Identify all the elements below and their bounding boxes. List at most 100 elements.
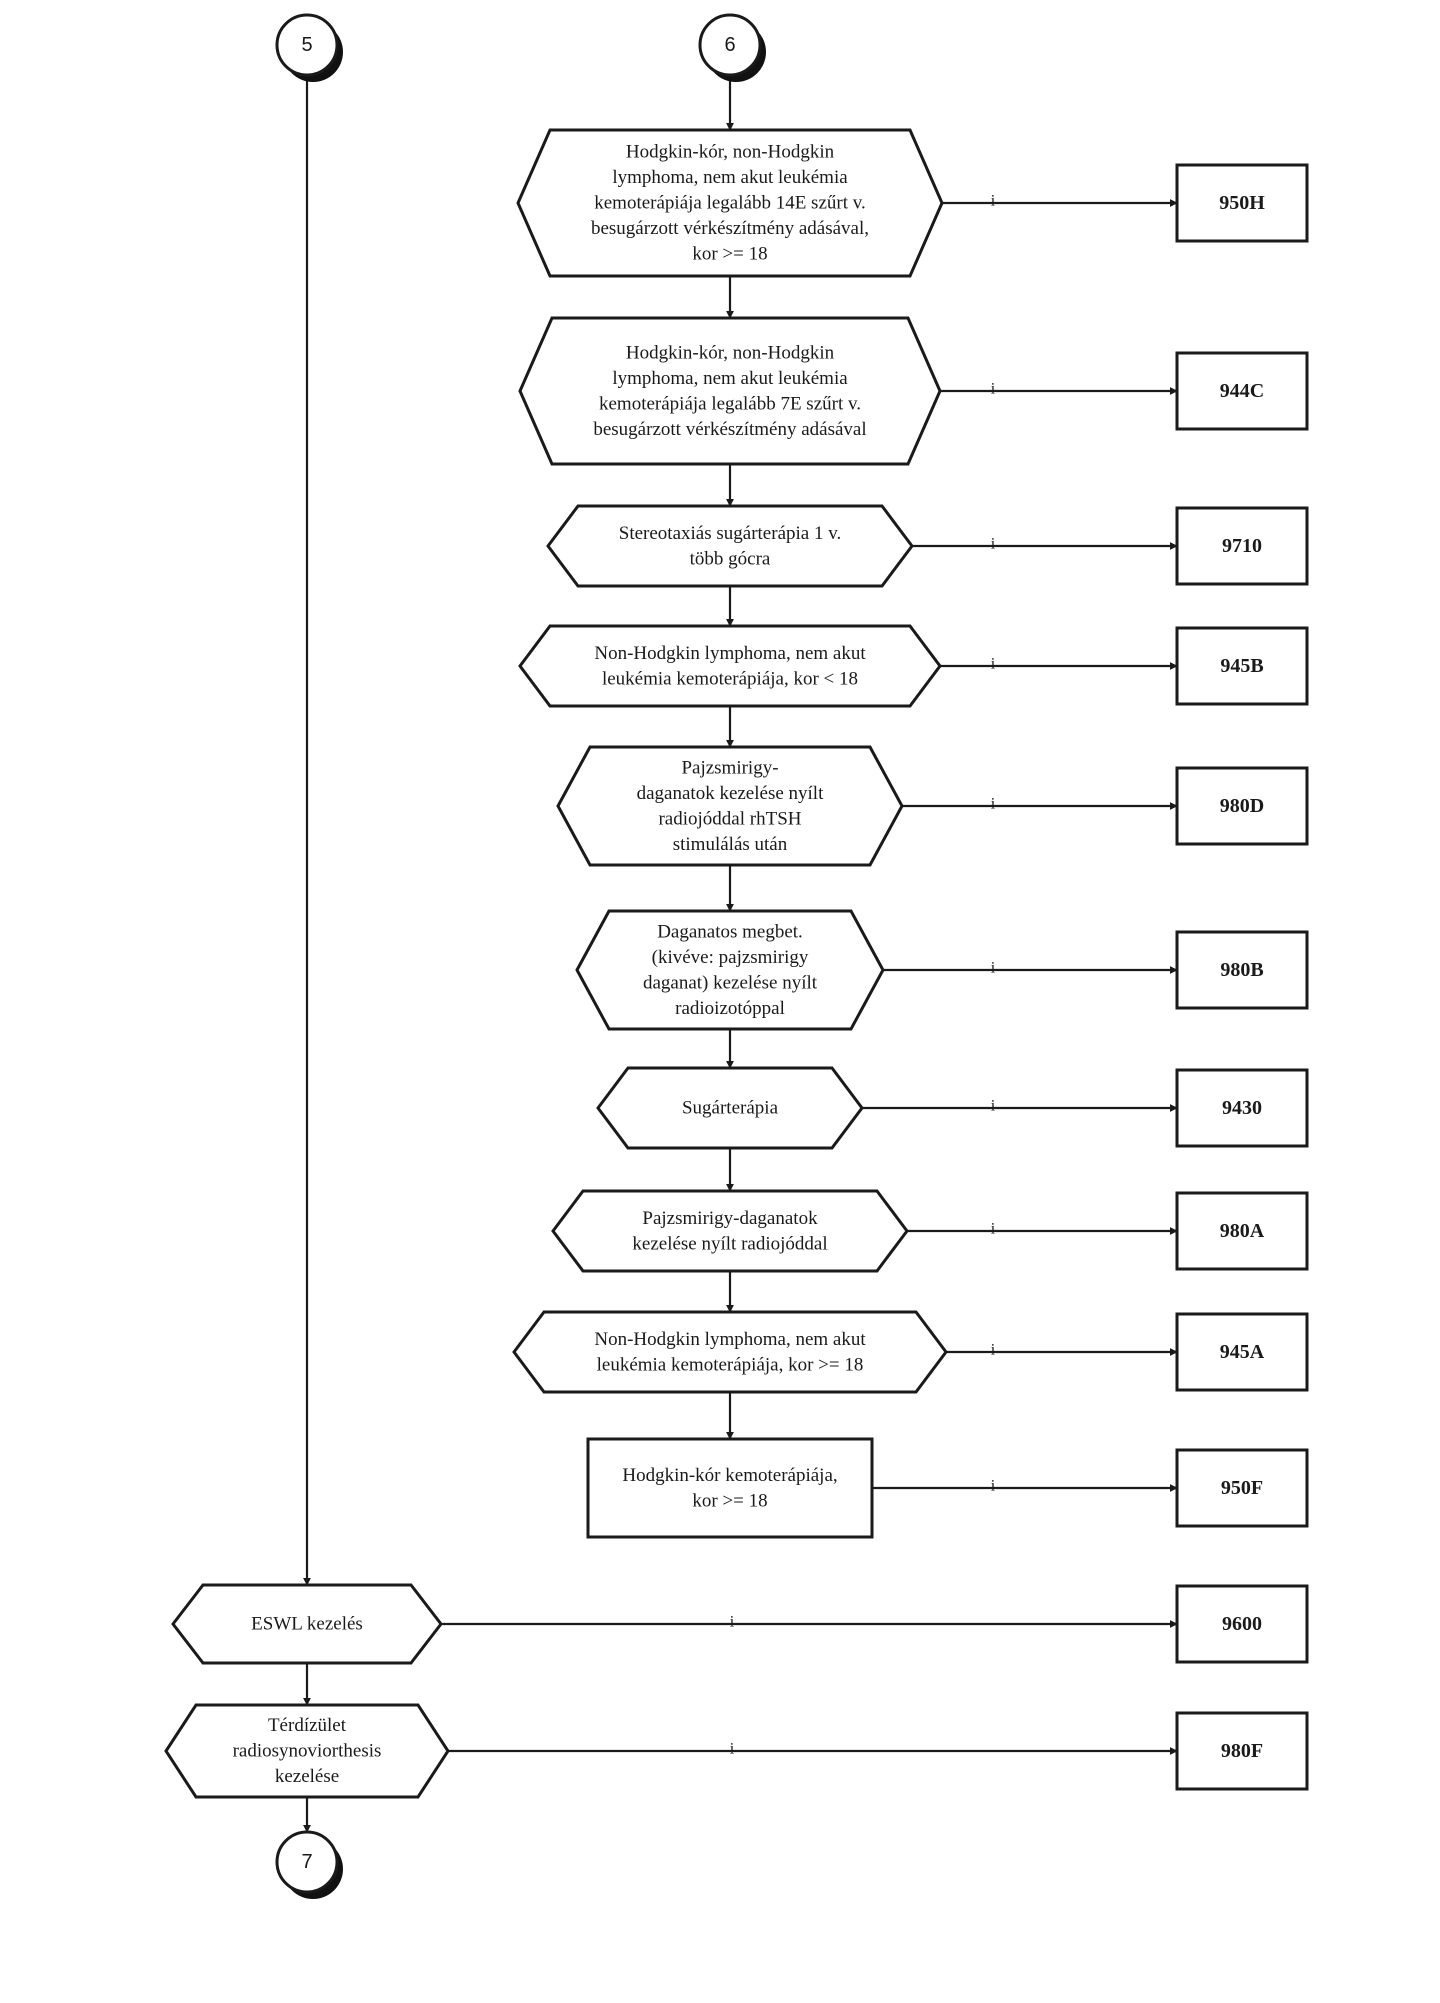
decision-hexagon [546, 504, 914, 588]
step-label-line: daganat) kezelése nyílt [643, 972, 818, 993]
result-code-950F: 950F [1175, 1448, 1309, 1528]
step-label-line: leukémia kemoterápiája, kor >= 18 [597, 1354, 864, 1375]
circle-label: 7 [301, 1851, 312, 1873]
step-label-line: kor >= 18 [692, 244, 767, 265]
circle-label: 5 [301, 34, 312, 56]
code-box [1175, 1584, 1309, 1664]
code-label: 950F [1221, 1477, 1263, 1499]
decision-hexagon [512, 1310, 948, 1394]
code-box [1175, 1448, 1309, 1528]
code-box [1175, 1312, 1309, 1392]
step-label-line: besugárzott vérkészítmény adásával, [591, 218, 869, 239]
result-code-950H: 950H [1175, 163, 1309, 243]
process-step-980B: Daganatos megbet.(kivéve: pajzsmirigydag… [575, 909, 885, 1031]
code-label: 9430 [1222, 1097, 1262, 1119]
code-box [1175, 930, 1309, 1010]
code-box [1175, 506, 1309, 586]
connector-circle-in-left: 5 [275, 13, 343, 82]
result-code-980B: 980B [1175, 930, 1309, 1010]
result-code-945B: 945B [1175, 626, 1309, 706]
code-label: 9710 [1222, 535, 1262, 557]
code-label: 945B [1220, 655, 1263, 677]
edge-label: i [991, 381, 996, 398]
edge-label: i [991, 656, 996, 673]
edge-label: i [991, 1098, 996, 1115]
edge-label: i [991, 1342, 996, 1359]
step-label-line: Stereotaxiás sugárterápia 1 v. [619, 523, 841, 544]
nodes: Hodgkin-kór, non-Hodgkin lymphoma, nem ak… [164, 128, 1309, 1799]
step-label-line: több gócra [690, 548, 771, 569]
code-box [1175, 626, 1309, 706]
process-step-950H: Hodgkin-kór, non-Hodgkin lymphoma, nem ak… [516, 128, 944, 278]
step-label-line: kemoterápiája legalább 7E szűrt v. [599, 393, 861, 414]
step-label-line: Térdízület [268, 1715, 347, 1736]
step-label-line: Pajzsmirigy-daganatok [642, 1208, 818, 1229]
edge-label: i [991, 796, 996, 813]
process-step-9710: Stereotaxiás sugárterápia 1 v. több gócra [546, 504, 914, 588]
result-code-945A: 945A [1175, 1312, 1309, 1392]
decision-hexagon [164, 1703, 450, 1799]
process-step-9600: ESWL kezelés [171, 1583, 443, 1665]
edge-label: i [730, 1614, 735, 1631]
result-code-980D: 980D [1175, 766, 1309, 846]
circle-node [275, 13, 339, 77]
process-box [586, 1437, 874, 1539]
circle-label: 6 [724, 34, 735, 56]
step-label-line: radiosynoviorthesis [233, 1741, 382, 1762]
edge-label: i [991, 960, 996, 977]
result-code-944C: 944C [1175, 351, 1309, 431]
step-label-line: lymphoma, nem akut leukémia [612, 368, 848, 389]
process-step-950F: Hodgkin-kór kemoterápiája, kor >= 18 [586, 1437, 874, 1539]
code-box [1175, 766, 1309, 846]
result-code-9710: 9710 [1175, 506, 1309, 586]
decision-hexagon [518, 316, 942, 466]
step-label-line: kor >= 18 [692, 1490, 767, 1511]
step-label-line: Pajzsmirigy- [681, 757, 778, 778]
step-label-line: daganatok kezelése nyílt [637, 783, 824, 804]
decision-hexagon [171, 1583, 443, 1665]
edge-label: i [991, 1478, 996, 1495]
step-label-line: Hodgkin-kór kemoterápiája, [622, 1465, 837, 1486]
decision-hexagon [575, 909, 885, 1031]
process-step-980F: Térdízület radiosynoviorthesis kezelése [164, 1703, 450, 1799]
code-box [1175, 1068, 1309, 1148]
edge-label: i [991, 1221, 996, 1238]
result-code-9600: 9600 [1175, 1584, 1309, 1664]
circle-node [698, 13, 762, 77]
code-label: 944C [1220, 380, 1264, 402]
step-label-line: Hodgkin-kór, non-Hodgkin [626, 142, 835, 163]
code-label: 980A [1220, 1220, 1265, 1242]
process-step-944C: Hodgkin-kór, non-Hodgkin lymphoma, nem ak… [518, 316, 942, 466]
process-step-980D: Pajzsmirigy-daganatok kezelése nyíltradi… [556, 745, 904, 867]
code-box [1175, 351, 1309, 431]
step-label-line: Daganatos megbet. [657, 921, 803, 942]
code-box [1175, 1711, 1309, 1791]
step-label-line: Hodgkin-kór, non-Hodgkin [626, 342, 835, 363]
result-code-9430: 9430 [1175, 1068, 1309, 1148]
result-code-980F: 980F [1175, 1711, 1309, 1791]
step-label-line: Sugárterápia [682, 1098, 779, 1119]
decision-hexagon [551, 1189, 909, 1273]
step-label-line: kezelése [275, 1766, 339, 1787]
code-label: 980B [1220, 959, 1263, 981]
decision-hexagon [518, 624, 942, 708]
circle-node [275, 1830, 339, 1894]
edge-label: i [730, 1741, 735, 1758]
step-label-line: Non-Hodgkin lymphoma, nem akut [594, 643, 866, 664]
step-label-line: ESWL kezelés [251, 1614, 363, 1635]
code-label: 980D [1220, 795, 1264, 817]
step-label-line: leukémia kemoterápiája, kor < 18 [602, 668, 858, 689]
code-box [1175, 163, 1309, 243]
connector-circles: 5 6 7 [275, 13, 766, 1899]
process-step-945B: Non-Hodgkin lymphoma, nem akut leukémia k… [518, 624, 942, 708]
connector-circle-out: 7 [275, 1830, 343, 1899]
code-label: 945A [1220, 1341, 1265, 1363]
step-label-line: radioizotóppal [675, 998, 785, 1019]
process-step-9430: Sugárterápia [596, 1066, 864, 1150]
step-label-line: lymphoma, nem akut leukémia [612, 167, 848, 188]
decision-hexagon [516, 128, 944, 278]
